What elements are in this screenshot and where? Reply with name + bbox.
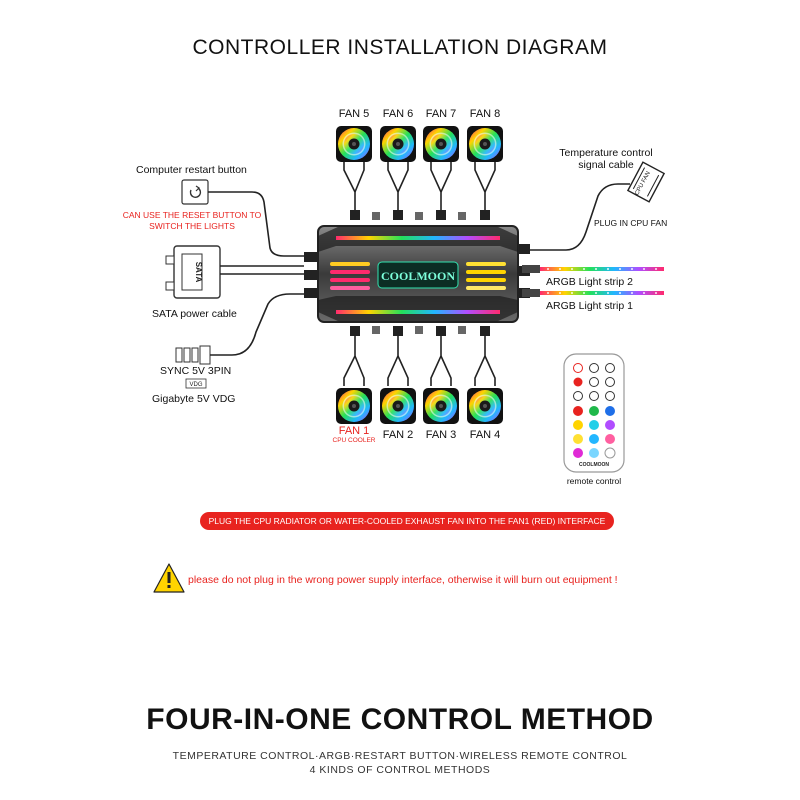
fan-1-icon bbox=[336, 388, 372, 424]
fan-1-label: FAN 1 bbox=[338, 425, 370, 437]
fan-1-note: CPU COOLER bbox=[332, 437, 376, 444]
restart-button-label: Computer restart button bbox=[136, 164, 247, 176]
fan-6-label: FAN 6 bbox=[382, 108, 414, 120]
sata-cables bbox=[220, 265, 304, 275]
top-fan-cables bbox=[343, 162, 496, 212]
subline-2: 4 KINDS OF CONTROL METHODS bbox=[309, 764, 491, 776]
reset-note: CAN USE THE RESET BUTTON TO SWITCH THE L… bbox=[116, 210, 268, 232]
remote-control-icon bbox=[563, 353, 625, 473]
temperature-label: Temperature control signal cable bbox=[536, 147, 676, 171]
top-connectors bbox=[350, 210, 490, 220]
sata-connector-icon bbox=[165, 245, 221, 299]
fan-2-label: FAN 2 bbox=[382, 429, 414, 441]
temperature-cable bbox=[530, 183, 630, 251]
temperature-label-line-1: Temperature control bbox=[559, 147, 653, 159]
fan-5-icon bbox=[336, 126, 372, 162]
bottom-connectors bbox=[350, 326, 490, 336]
fan-6-icon bbox=[380, 126, 416, 162]
remote-control-label: remote control bbox=[566, 476, 622, 486]
argb-strip-2 bbox=[522, 265, 664, 273]
vdg-tag-text: VDG bbox=[189, 382, 202, 388]
fan-3-label: FAN 3 bbox=[425, 429, 457, 441]
bottom-fan-cables bbox=[343, 336, 496, 386]
argb-strip-2-label: ARGB Light strip 2 bbox=[546, 276, 633, 288]
fan-8-label: FAN 8 bbox=[469, 108, 501, 120]
sync-label: SYNC 5V 3PIN bbox=[160, 365, 232, 377]
fan-4-label: FAN 4 bbox=[469, 429, 501, 441]
sync-connector-icon bbox=[175, 345, 211, 365]
subline-1: TEMPERATURE CONTROL·ARGB·RESTART BUTTON·… bbox=[172, 750, 628, 762]
warning-icon bbox=[153, 563, 185, 593]
page-title: CONTROLLER INSTALLATION DIAGRAM bbox=[192, 36, 608, 59]
argb-strip-1-label: ARGB Light strip 1 bbox=[546, 300, 633, 312]
remote-brand: COOLMOON bbox=[579, 462, 609, 468]
temperature-label-line-2: signal cable bbox=[578, 159, 634, 171]
controller-hub bbox=[304, 225, 530, 323]
argb-strip-leds bbox=[547, 268, 657, 294]
gigabyte-label: Gigabyte 5V VDG bbox=[152, 393, 236, 405]
reset-note-line-1: CAN USE THE RESET BUTTON TO bbox=[122, 210, 262, 220]
cpu-fan-connector-icon bbox=[626, 161, 666, 203]
fan-3-icon bbox=[423, 388, 459, 424]
headline: FOUR-IN-ONE CONTROL METHOD bbox=[146, 703, 654, 736]
fan-4-icon bbox=[467, 388, 503, 424]
fan1-instruction-banner: PLUG THE CPU RADIATOR OR WATER-COOLED EX… bbox=[200, 512, 614, 530]
reset-note-line-2: SWITCH THE LIGHTS bbox=[149, 221, 235, 231]
argb-strip-1 bbox=[522, 289, 664, 297]
sata-connector-text: SATA bbox=[194, 262, 203, 283]
fan-5-label: FAN 5 bbox=[338, 108, 370, 120]
fan-2-icon bbox=[380, 388, 416, 424]
hub-brand: COOLMOON bbox=[381, 269, 455, 283]
fan-7-label: FAN 7 bbox=[425, 108, 457, 120]
restart-cable bbox=[208, 191, 304, 257]
sync-cable bbox=[210, 293, 304, 356]
fan-8-icon bbox=[467, 126, 503, 162]
vdg-tag bbox=[185, 378, 207, 389]
restart-button-icon bbox=[181, 179, 209, 205]
warning-text: please do not plug in the wrong power su… bbox=[188, 574, 618, 586]
plug-cpu-fan-label: PLUG IN CPU FAN bbox=[594, 218, 668, 228]
sata-power-label: SATA power cable bbox=[152, 308, 237, 320]
fan-7-icon bbox=[423, 126, 459, 162]
